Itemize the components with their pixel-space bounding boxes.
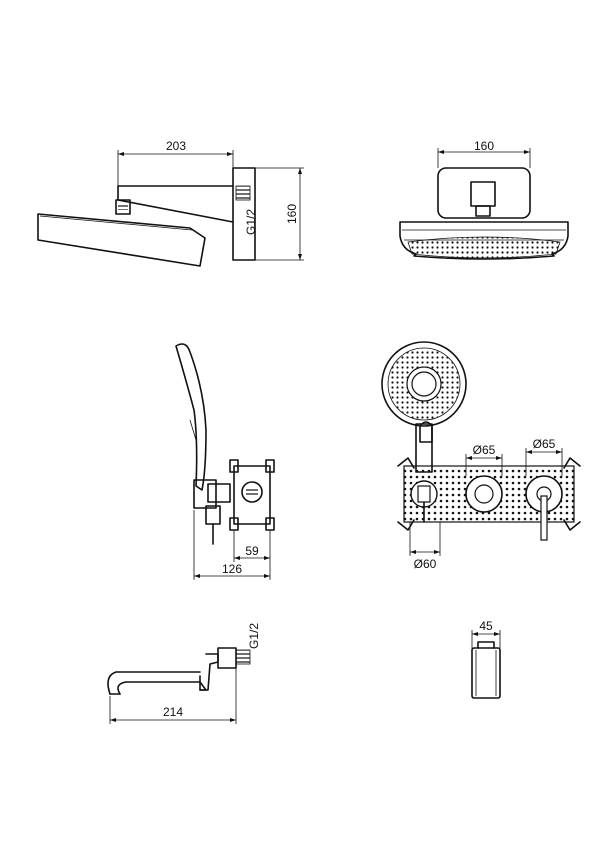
hand-shower-handle [415, 423, 433, 473]
dim-text-45: 45 [479, 619, 493, 633]
dim-text-160-side: 160 [285, 204, 299, 224]
wall-plate-front [437, 167, 531, 219]
arm-neck [475, 205, 491, 217]
wall-plate [232, 167, 256, 261]
dim-text-214: 214 [163, 705, 183, 719]
handle-bracket [193, 479, 217, 509]
thread-connection [235, 185, 251, 201]
spout-front-body [471, 647, 501, 699]
valve-side-view: 126 59 [175, 343, 275, 580]
overhead-shower-front-view: 160 [399, 139, 569, 260]
spout-wall-flange [217, 647, 237, 669]
dim-text-59: 59 [245, 544, 259, 558]
dim-text-d60: Ø60 [414, 557, 437, 571]
spout-body [107, 671, 207, 695]
valve-front-view: Ø65 Ø65 Ø60 [381, 341, 581, 571]
dim-text-126: 126 [222, 562, 242, 576]
overhead-shower-side-view: 203 160 G1/2 [37, 139, 304, 267]
spray-face [407, 236, 561, 259]
spout-thread [235, 649, 251, 665]
shower-arm [117, 185, 234, 223]
spout-side-view: 214 G1/2 [107, 623, 261, 724]
dim-text-203: 203 [166, 139, 186, 153]
mixer-lever [540, 495, 548, 541]
hand-shower-side [175, 343, 207, 491]
dim-text-thread-shower: G1/2 [244, 209, 258, 235]
valve-trim [207, 483, 231, 503]
valve-body [233, 465, 271, 525]
shower-head-front [399, 221, 569, 260]
arm-block [470, 181, 496, 207]
spout-front-view: 45 [471, 619, 501, 699]
arm-joint [115, 199, 131, 215]
shower-head-tilted [37, 213, 206, 267]
hand-shower-head [381, 341, 467, 427]
dim-text-d65-b: Ø65 [533, 437, 556, 451]
dim-text-d65-a: Ø65 [473, 443, 496, 457]
dim-text-thread-spout: G1/2 [247, 623, 261, 649]
joint-thread [118, 204, 128, 210]
dim-text-160-front: 160 [474, 139, 494, 153]
valve-port [241, 481, 263, 503]
